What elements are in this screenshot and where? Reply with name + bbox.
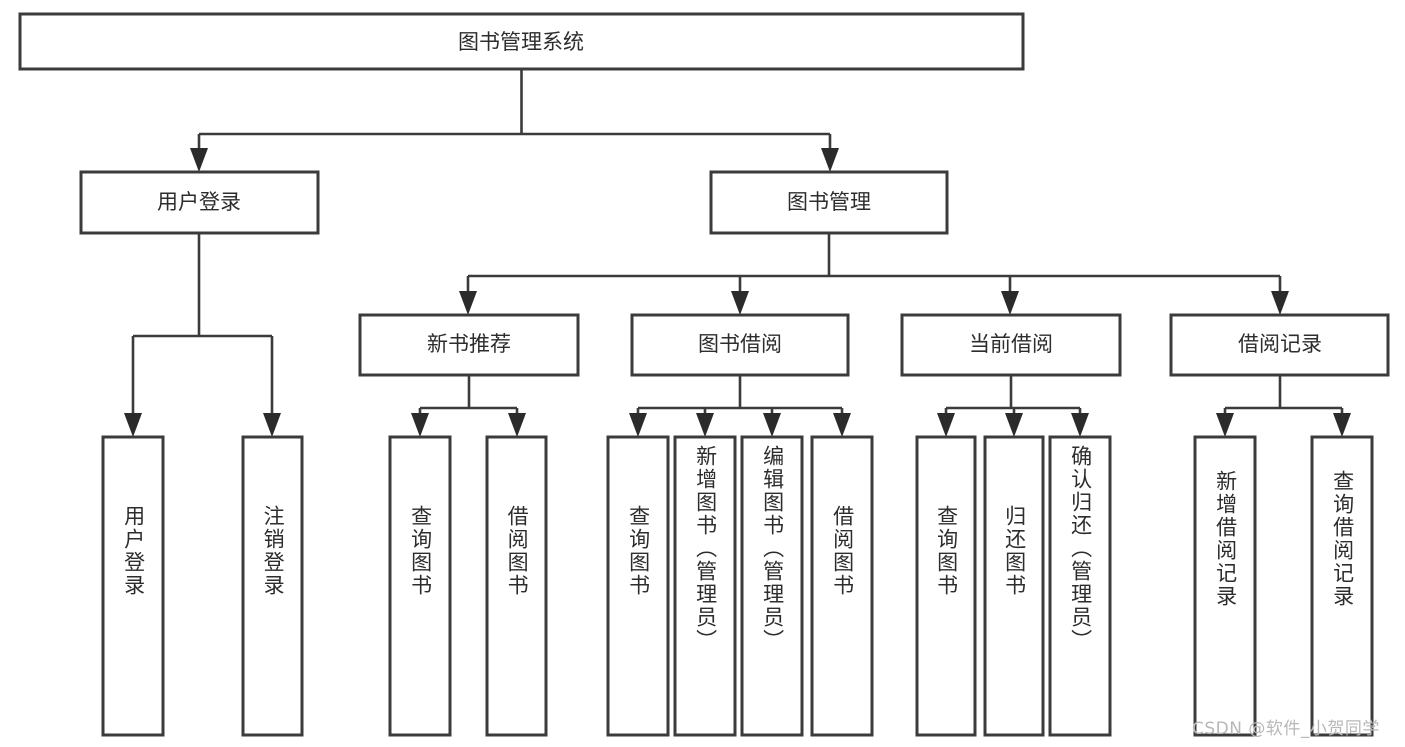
edge-bookborrow-to-leaves <box>629 375 851 437</box>
leaf-box-user-login[interactable] <box>101 435 165 737</box>
edge-newbook-to-leaves <box>411 375 526 437</box>
node-book-manage-label: 图书管理 <box>787 190 871 214</box>
leaf-boxes <box>101 435 1374 737</box>
node-new-book-rec[interactable]: 新书推荐 <box>358 313 580 377</box>
node-book-borrow[interactable]: 图书借阅 <box>630 313 850 377</box>
leaf-box-edit-book[interactable] <box>740 435 804 737</box>
node-current-borrow[interactable]: 当前借阅 <box>900 313 1122 377</box>
leaf-box-borrow-book-1[interactable] <box>485 435 548 737</box>
leaf-box-return-book[interactable] <box>983 435 1045 737</box>
node-book-manage[interactable]: 图书管理 <box>709 170 949 235</box>
edge-bookmanage-to-level3 <box>459 233 1289 315</box>
node-user-login-label: 用户登录 <box>157 190 241 214</box>
edge-currentborrow-to-leaves <box>937 375 1089 437</box>
leaf-box-add-record[interactable] <box>1193 435 1257 737</box>
csdn-watermark: CSDN @软件_小贺同学 <box>1192 719 1380 739</box>
leaf-box-query-book-1[interactable] <box>388 435 452 737</box>
node-borrow-record-label: 借阅记录 <box>1238 332 1322 356</box>
leaf-box-query-book-2[interactable] <box>606 435 670 737</box>
node-current-borrow-label: 当前借阅 <box>969 332 1053 356</box>
node-book-borrow-label: 图书借阅 <box>698 332 782 356</box>
node-user-login[interactable]: 用户登录 <box>79 170 320 235</box>
edge-root-to-level2 <box>190 69 839 172</box>
leaf-box-borrow-book-2[interactable] <box>810 435 874 737</box>
edge-userlogin-to-leaves <box>124 233 281 437</box>
leaf-box-query-record[interactable] <box>1310 435 1374 737</box>
node-new-book-rec-label: 新书推荐 <box>427 332 511 356</box>
node-root[interactable]: 图书管理系统 <box>18 12 1025 71</box>
node-root-label: 图书管理系统 <box>458 30 584 54</box>
node-borrow-record[interactable]: 借阅记录 <box>1169 313 1390 377</box>
leaf-box-query-book-3[interactable] <box>915 435 977 737</box>
leaf-box-confirm-return[interactable] <box>1048 435 1112 737</box>
leaf-box-user-logout[interactable] <box>241 435 304 737</box>
edge-borrowrecord-to-leaves <box>1216 375 1351 437</box>
leaf-box-add-book[interactable] <box>673 435 737 737</box>
